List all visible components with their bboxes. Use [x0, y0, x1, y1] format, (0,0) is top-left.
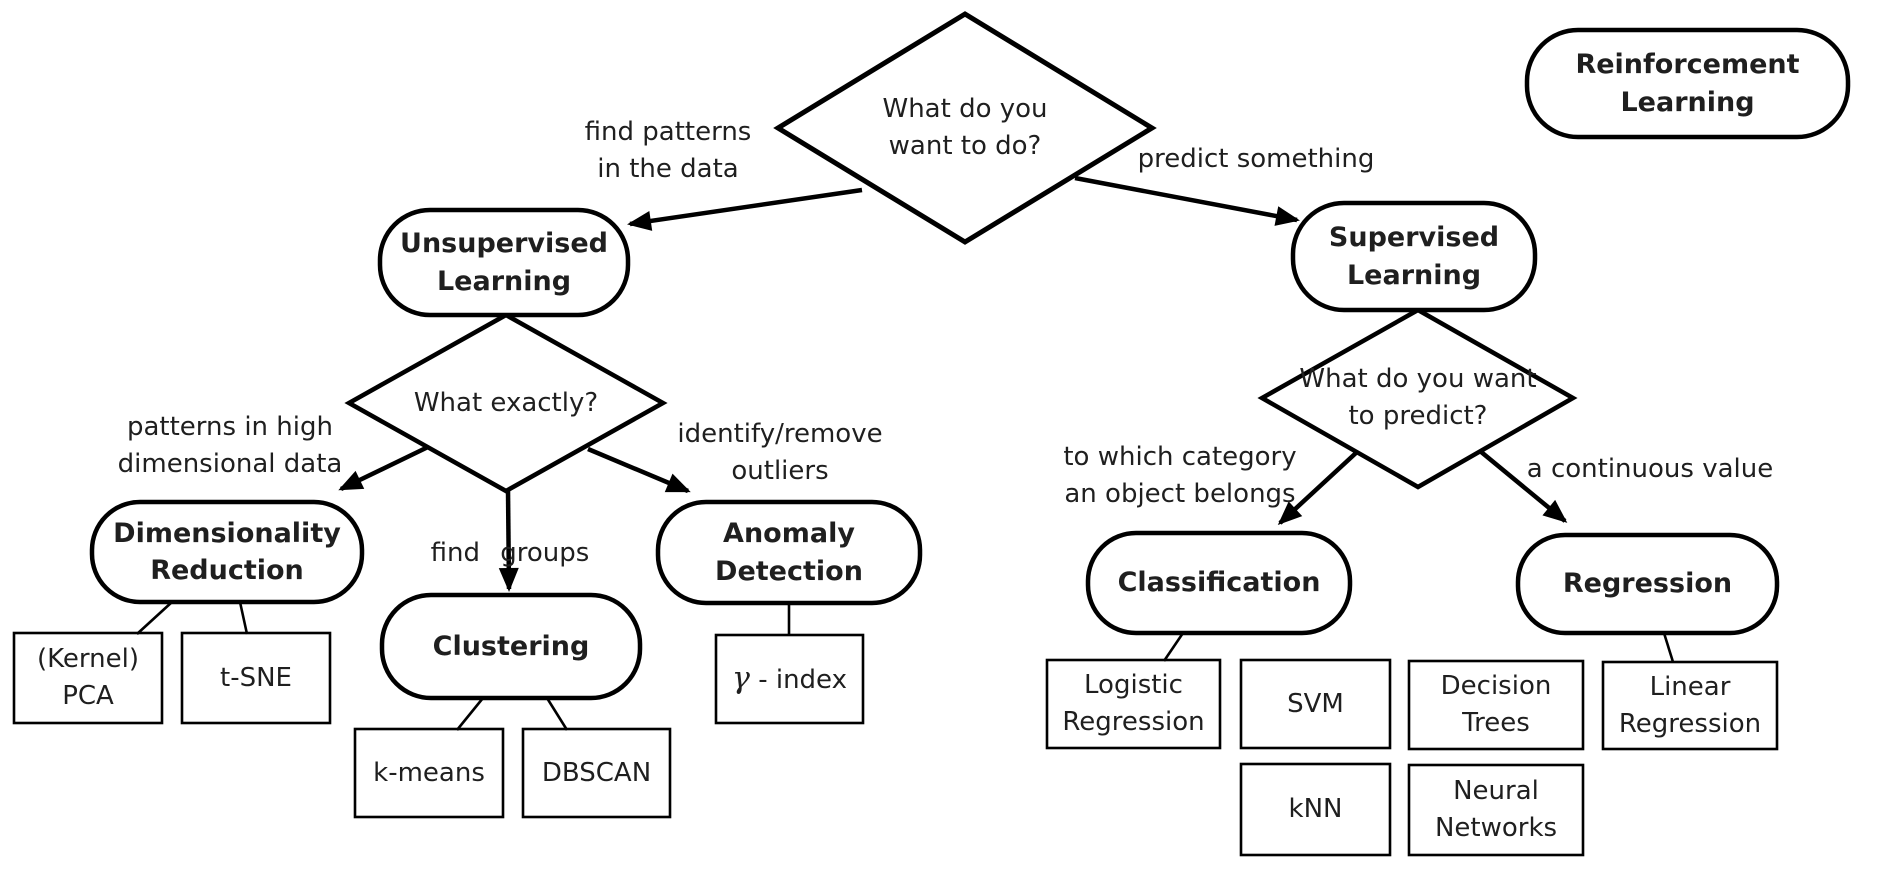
connector-classification-to-logistic [1162, 632, 1185, 662]
connector-dimensionality-to-tsne [238, 601, 249, 635]
connector-clustering-to-dbscan [545, 697, 569, 731]
connector-regression-to-linear [1662, 632, 1675, 663]
arrow-exactly-to-anomaly [587, 446, 691, 494]
connector-clustering-to-kmeans [455, 697, 485, 731]
pill-anomaly-detection [655, 499, 923, 606]
box-knn [1239, 762, 1392, 857]
arrow-exactly-to-dimensionality [338, 444, 429, 492]
pill-dimensionality-reduction [89, 499, 365, 605]
connector-dimensionality-to-kernel-pca [136, 601, 173, 635]
box-dbscan [521, 727, 672, 819]
arrow-root-to-supervised [1074, 175, 1300, 226]
box-neural-networks [1407, 763, 1585, 857]
pill-reinforcement-learning [1524, 27, 1851, 140]
pill-clustering [379, 592, 643, 701]
pill-unsupervised-learning [377, 207, 631, 318]
box-svm [1239, 658, 1392, 750]
box-gamma-index [714, 633, 865, 725]
box-kmeans [353, 727, 505, 819]
box-tsne [180, 631, 332, 725]
arrow-predict-to-classification [1277, 450, 1359, 526]
box-linear-regression [1601, 660, 1779, 751]
diamond-what-predict [1257, 307, 1578, 490]
pill-regression [1515, 532, 1780, 636]
arrow-root-to-unsupervised [627, 187, 863, 231]
box-decision-trees [1407, 659, 1585, 751]
pill-classification [1085, 530, 1353, 636]
pill-supervised-learning [1290, 200, 1538, 313]
arrow-predict-to-regression [1478, 449, 1568, 523]
arrow-exactly-to-clustering [498, 489, 519, 592]
box-kernel-pca [12, 631, 164, 725]
box-logistic-regression [1045, 658, 1222, 750]
diamond-root-question [773, 11, 1157, 245]
